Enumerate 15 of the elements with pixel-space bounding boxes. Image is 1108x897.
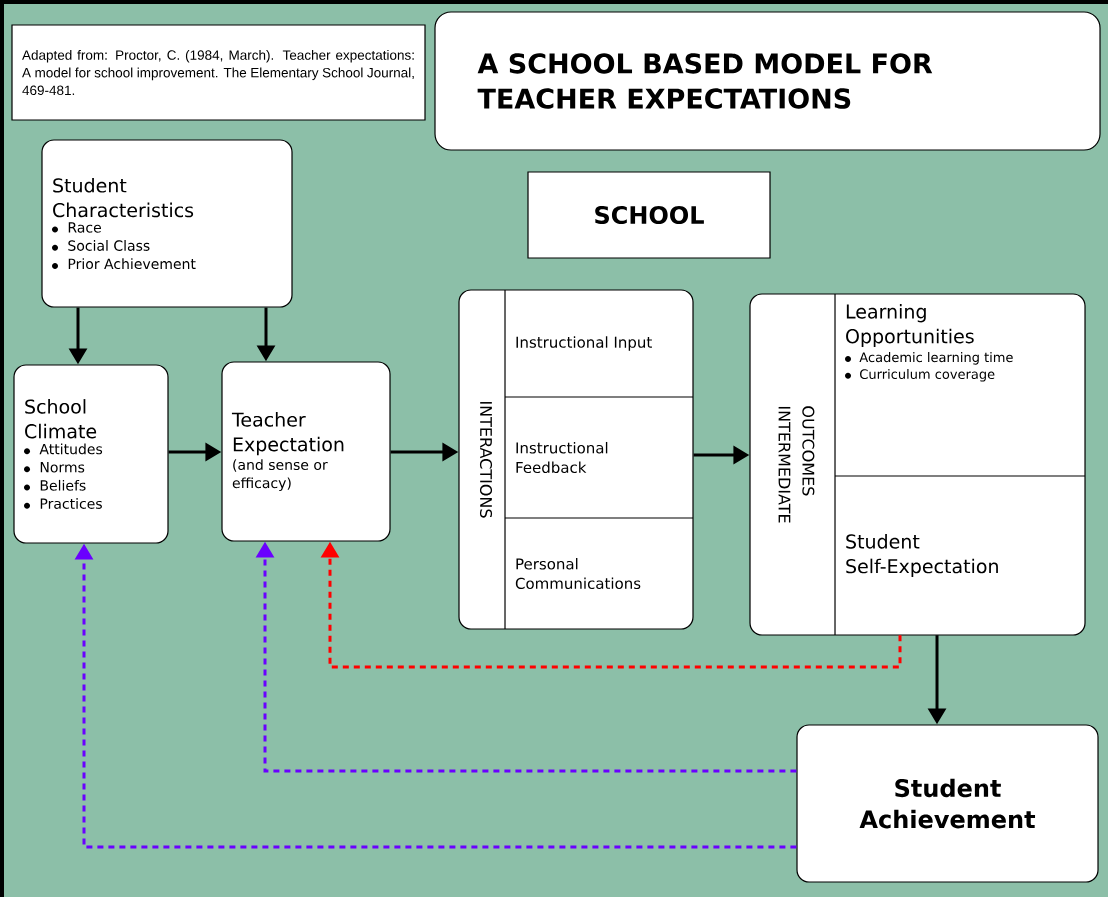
node-label: Curriculum coverage bbox=[860, 368, 995, 382]
interaction-cell: Instructional Feedback bbox=[516, 441, 608, 474]
process-box: Student Characteristics Race Social Class Prior Achievement bbox=[41, 139, 293, 308]
interaction-cell: Instructional Input bbox=[516, 336, 652, 351]
outcome-box: Student Achievement bbox=[796, 724, 1099, 883]
node-label: Academic learning time bbox=[859, 352, 1013, 365]
school-box: SCHOOL bbox=[527, 171, 771, 259]
interaction-cell: Personal Communications bbox=[515, 557, 641, 590]
outcome-cell: Student Self-Expectation bbox=[846, 533, 998, 578]
process-box: School Climate Attitudes Norms Beliefs Practices bbox=[13, 364, 169, 544]
citation-box: Adapted from: Proctor, C. (1984, March). Teacher expectations: A model for school improvement. The Elementary School Journal, 469-481. bbox=[11, 24, 426, 121]
title-box: A SCHOOL BASED MODEL FOR TEACHER EXPECTATIONS bbox=[434, 11, 1101, 151]
node-label: Learning Opportunities bbox=[846, 304, 974, 348]
process-box: Teacher Expectation (and sense or efficacy) bbox=[221, 361, 391, 542]
outcome-cell: Learning Opportunities Academic learning time Curriculum coverage bbox=[845, 304, 1013, 382]
